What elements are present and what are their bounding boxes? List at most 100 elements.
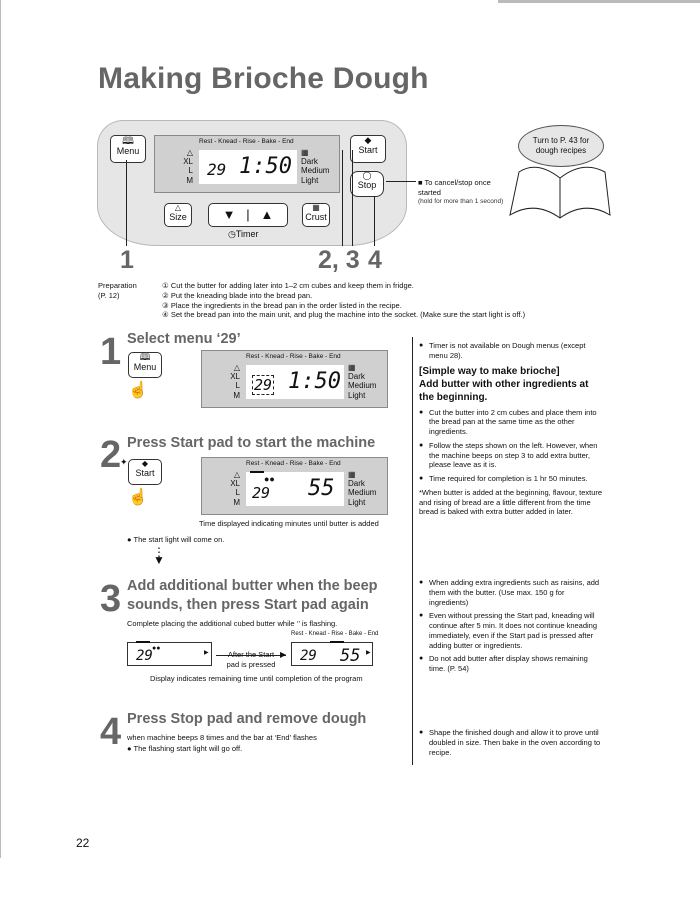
down-arrow-icon: ⋮▼: [153, 545, 165, 567]
size-indicators: △ XL L M: [175, 148, 193, 185]
lcd-display: Rest - Knead - Rise - Bake - End △ XL L …: [154, 135, 340, 193]
step-3-sub: Complete placing the additional cubed bu…: [127, 619, 338, 628]
down-arrow-icon[interactable]: ▼: [222, 207, 236, 222]
step-2-caption: Time displayed indicating minutes until …: [199, 519, 379, 528]
stage-labels: Rest - Knead - Rise - Bake - End: [246, 353, 341, 360]
step-1-menu-button[interactable]: 🕮 Menu: [128, 352, 162, 378]
triangle-icon: ▶: [366, 650, 371, 656]
page-top-rule: [498, 0, 700, 3]
crust-light: Light: [301, 175, 319, 185]
prep-step: ③ Place the ingredients in the bread pan…: [162, 300, 402, 310]
timer-label: ◷Timer: [228, 229, 259, 239]
arrow-head-icon: ▶: [280, 650, 287, 659]
menu-button-label: Menu: [116, 146, 140, 156]
size-xl: XL: [183, 157, 193, 167]
leader-line-2: [342, 150, 343, 246]
step-3-heading-1: Add additional butter when the beep: [127, 578, 378, 594]
hand-pointer-icon: ☝: [128, 489, 148, 506]
prep-step: ① Cut the butter for adding later into 1…: [162, 281, 414, 290]
stage-labels-small: Rest - Knead - Rise - Bake - End: [291, 631, 379, 637]
lcd-menu-number: 29: [252, 484, 271, 502]
stop-button[interactable]: ◯ Stop: [350, 171, 384, 197]
size-l: L: [188, 166, 193, 176]
book-icon: 🕮: [122, 136, 134, 147]
right-notes-1: Timer is not available on Dough menus (e…: [419, 341, 604, 517]
right-notes-2: When adding extra ingredients such as ra…: [419, 578, 604, 678]
menu-button[interactable]: 🕮 Menu: [110, 135, 146, 163]
crust-indicators: ▦ Dark Medium Light: [301, 148, 329, 185]
lcd-time: 55: [340, 646, 361, 666]
leader-line-3: [352, 150, 353, 246]
size-button[interactable]: △ Size: [164, 203, 192, 227]
step-4-heading: Press Stop pad and remove dough: [127, 711, 367, 727]
rest-bar: [250, 471, 264, 473]
step-2-note: ● The start light will come on.: [127, 535, 225, 544]
up-arrow-icon[interactable]: ▲: [260, 207, 274, 222]
step-2-start-button[interactable]: ◆ Start: [128, 459, 162, 485]
preparation-label: Preparation (P. 12): [98, 281, 137, 300]
step-4-number: 4: [100, 711, 122, 753]
lcd-menu-number: 29: [136, 648, 153, 664]
step-3-caption: Display indicates remaining time until c…: [150, 674, 363, 683]
note-item: Even without pressing the Start pad, kne…: [419, 611, 604, 650]
page-number: 22: [76, 836, 90, 850]
lcd-menu-number: 29: [252, 375, 275, 395]
step-2-number: 2: [100, 434, 122, 476]
size-button-label: Size: [169, 211, 187, 222]
leader-line-4: [374, 196, 375, 246]
start-button-label: Start: [358, 144, 378, 155]
crust-dark: Dark: [301, 157, 318, 167]
column-divider: [412, 337, 413, 765]
callout-2-3: 2, 3: [318, 246, 360, 274]
arrow-line: [216, 655, 286, 656]
simple-way-item: Time required for completion is 1 hr 50 …: [419, 474, 604, 484]
stop-note: ■ To cancel/stop once started (hold for …: [418, 178, 504, 206]
leader-line-1: [126, 160, 127, 246]
stage-labels: Rest - Knead - Rise - Bake - End: [199, 138, 294, 145]
crust-medium: Medium: [301, 166, 330, 176]
timer-buttons[interactable]: ▼ | ▲: [208, 203, 288, 227]
crust-button-label: Crust: [305, 211, 327, 222]
size-icon: △: [174, 203, 182, 212]
prep-step: ② Put the kneading blade into the bread …: [162, 290, 313, 300]
start-icon: ◆: [364, 135, 372, 145]
asterisk-note: *When butter is added at the beginning, …: [419, 487, 603, 517]
note-item: Do not add butter after display shows re…: [419, 654, 604, 674]
step-1-heading: Select menu ‘29’: [127, 331, 241, 347]
lcd-menu-number: 29: [300, 648, 317, 664]
start-icon: ◆: [141, 459, 149, 468]
butter-icon: ●●: [152, 645, 161, 652]
callout-1: 1: [120, 246, 134, 274]
step-2-heading: Press Start pad to start the machine: [127, 435, 376, 451]
knead-bar: [330, 641, 344, 643]
step-3-display-after: 29 55 ▶: [291, 641, 373, 666]
stop-note-hint: (hold for more than 1 second): [418, 197, 504, 205]
step-1-number: 1: [100, 331, 122, 373]
page-title: Making Brioche Dough: [98, 62, 429, 95]
step-3-heading-2: sounds, then press Start pad again: [127, 597, 369, 613]
triangle-icon: ▶: [204, 650, 209, 656]
lcd-menu-number: 29: [207, 160, 227, 179]
step-3-display-before: 29 ●● ▶: [127, 641, 212, 666]
crust-button[interactable]: ▦ Crust: [302, 203, 330, 227]
square-bullet-icon: ■: [418, 178, 423, 187]
lcd-time: 1:50: [239, 154, 292, 179]
page-left-border: [0, 0, 1, 858]
simple-way-subheading: Add butter with other ingredients at the…: [419, 378, 589, 403]
right-notes-3: Shape the finished dough and allow it to…: [419, 728, 604, 761]
lcd-screen: [246, 365, 344, 399]
hand-pointer-icon: ☝: [128, 382, 148, 399]
size-m: M: [186, 175, 193, 185]
stop-note-text: To cancel/stop once started: [418, 178, 491, 197]
control-panel: 🕮 Menu Rest - Knead - Rise - Bake - End …: [97, 120, 407, 246]
lcd-screen: [246, 472, 344, 506]
start-button[interactable]: ◆ Start: [350, 135, 386, 163]
lcd-screen: [199, 150, 297, 184]
callout-4: 4: [368, 246, 382, 274]
rest-bar: [136, 641, 150, 643]
note-item: When adding extra ingredients such as ra…: [419, 578, 604, 607]
